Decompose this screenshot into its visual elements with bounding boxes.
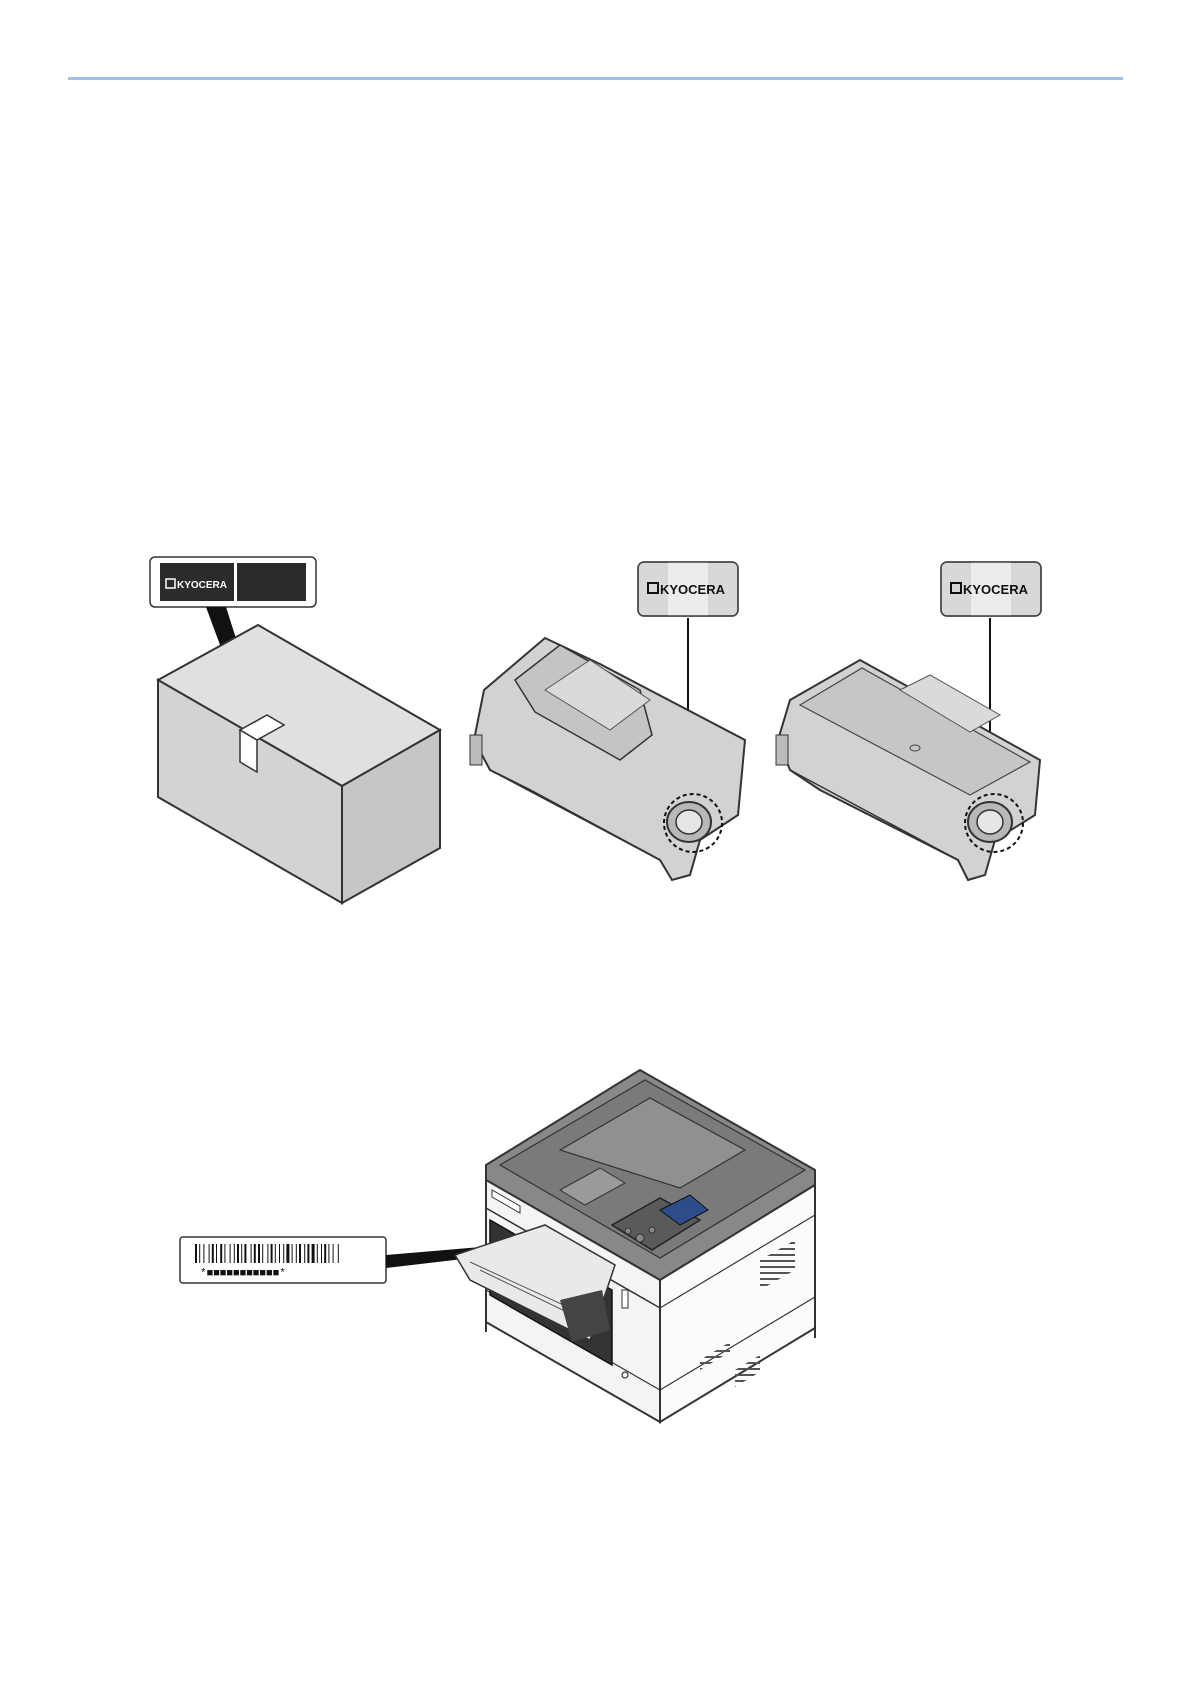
toner-cartridge-2-figure: KYOCERA <box>776 562 1041 880</box>
barcode-bar <box>267 1244 268 1263</box>
toner-cartridge-2 <box>776 660 1040 880</box>
barcode-bar <box>199 1244 200 1263</box>
box-seal-label: KYOCERA <box>150 557 316 607</box>
barcode-text: *■■■■■■■■■■■* <box>200 1268 286 1280</box>
barcode-bar <box>279 1244 280 1263</box>
barcode-bar <box>212 1244 214 1263</box>
barcode-bar <box>241 1244 242 1263</box>
toner-cartridge-1 <box>470 638 745 880</box>
barcode-bar <box>321 1244 322 1263</box>
cartridge-2-logo-text: KYOCERA <box>963 582 1029 597</box>
barcode-bar <box>317 1244 318 1263</box>
barcode-bar <box>195 1244 197 1263</box>
barcode-bar <box>234 1244 235 1263</box>
barcode-bar <box>292 1244 293 1263</box>
barcode-bar <box>216 1244 217 1263</box>
cartridge-1-label: KYOCERA <box>638 562 738 616</box>
printer-figure: *■■■■■■■■■■■* <box>180 1070 815 1422</box>
cartridge-2-label: KYOCERA <box>941 562 1041 616</box>
barcode-bar <box>312 1244 315 1263</box>
barcode-bar <box>299 1244 301 1263</box>
barcode-bar <box>333 1244 334 1263</box>
barcode-bar <box>244 1244 246 1263</box>
barcode-bar <box>262 1244 263 1263</box>
barcode-bar <box>203 1244 204 1263</box>
barcode-bar <box>224 1244 225 1263</box>
barcode-bar <box>304 1244 305 1263</box>
barcode-bar <box>220 1244 222 1263</box>
toner-box <box>158 625 440 903</box>
barcode-label: *■■■■■■■■■■■* <box>180 1237 386 1283</box>
barcode-bar <box>307 1244 309 1263</box>
barcode-bar <box>338 1244 339 1263</box>
box-seal-logo-text: KYOCERA <box>177 580 227 591</box>
toner-box-figure: KYOCERA <box>150 557 440 903</box>
barcode-bar <box>258 1244 260 1263</box>
barcode-bar <box>328 1244 329 1263</box>
barcode-bar <box>271 1244 273 1263</box>
cartridge-1-logo-text: KYOCERA <box>660 582 726 597</box>
barcode-bar <box>283 1244 284 1263</box>
barcode-bar <box>275 1244 276 1263</box>
barcode-bar <box>230 1244 231 1263</box>
barcode-bar <box>237 1244 239 1263</box>
barcode-bar <box>324 1244 326 1263</box>
kyocera-logo-icon: KYOCERA <box>648 582 726 597</box>
barcode-bar <box>209 1244 210 1263</box>
barcode-bar <box>251 1244 252 1263</box>
toner-cartridge-1-figure: KYOCERA <box>470 562 745 880</box>
printer <box>455 1070 815 1422</box>
kyocera-logo-icon: KYOCERA <box>951 582 1029 597</box>
barcode-bar <box>286 1244 289 1263</box>
barcode-bar <box>296 1244 297 1263</box>
barcode-bar <box>254 1244 256 1263</box>
